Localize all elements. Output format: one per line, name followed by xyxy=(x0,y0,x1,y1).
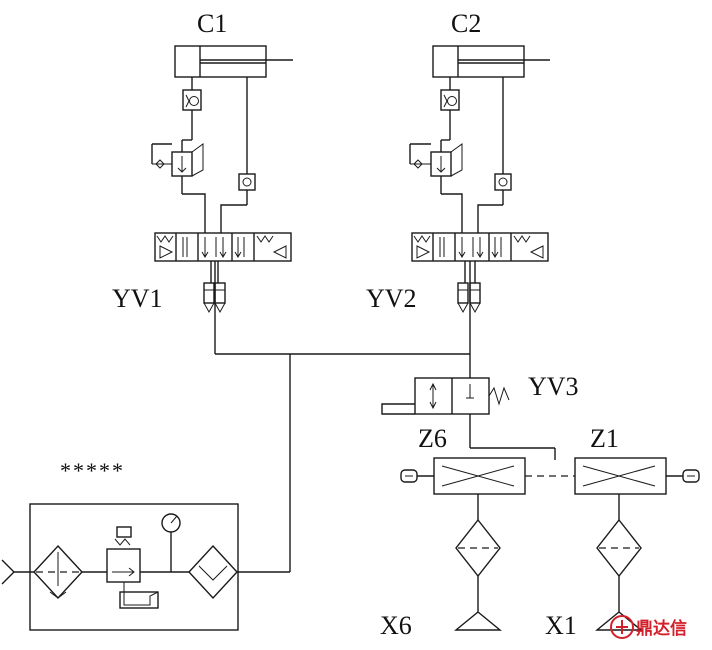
cylinder-c1 xyxy=(174,45,293,78)
cylinder-c2-branch: C2 xyxy=(366,9,550,378)
silencer-z1 xyxy=(666,469,700,483)
label-c2: C2 xyxy=(451,9,481,38)
frl-regulator xyxy=(106,526,159,609)
check-valve-c1-right xyxy=(238,77,256,205)
frl-unit: ***** xyxy=(1,458,239,631)
label-z1: Z1 xyxy=(590,424,619,453)
frl-enclosure xyxy=(29,503,239,631)
label-yv3: YV3 xyxy=(528,372,579,401)
silencer-z6 xyxy=(400,469,434,483)
watermark-text: 鼎达信 xyxy=(636,618,687,639)
filter-x1 xyxy=(596,518,642,578)
supply-lines xyxy=(215,353,470,573)
watermark-logo: 鼎达信 xyxy=(610,615,687,639)
cylinder-c2 xyxy=(432,45,550,78)
air-inlet xyxy=(1,559,15,585)
label-x1: X1 xyxy=(545,611,577,640)
pressure-regulator-c2 xyxy=(409,139,463,194)
label-c1: C1 xyxy=(197,9,227,38)
check-valve-c2-right xyxy=(494,77,512,205)
label-frl: ***** xyxy=(60,458,125,483)
check-valve-c1-left xyxy=(182,77,202,140)
pressure-regulator-c1 xyxy=(151,139,204,194)
frl-filter xyxy=(33,544,83,600)
label-yv2: YV2 xyxy=(366,284,417,313)
cylinder-c1-branch: C1 xyxy=(112,9,293,354)
exhaust-silencers-yv2 xyxy=(457,261,481,314)
check-valve-c2-left xyxy=(440,77,460,140)
valve-yv3: YV3 xyxy=(381,372,579,460)
directional-valve-yv1 xyxy=(154,232,292,262)
filter-x6 xyxy=(455,518,501,578)
label-z6: Z6 xyxy=(418,424,447,453)
label-yv1: YV1 xyxy=(112,284,163,313)
exhaust-silencers-yv1 xyxy=(203,261,226,314)
frl-lubricator xyxy=(188,544,238,600)
component-z1-branch: Z1 X1 xyxy=(545,424,700,640)
throttle-valve-z1 xyxy=(574,457,667,495)
directional-valve-yv2 xyxy=(411,232,549,262)
pressure-gauge-icon xyxy=(161,513,181,572)
throttle-valve-z6 xyxy=(433,457,526,495)
component-z6-branch: Z6 X6 xyxy=(380,424,526,640)
label-x6: X6 xyxy=(380,611,412,640)
